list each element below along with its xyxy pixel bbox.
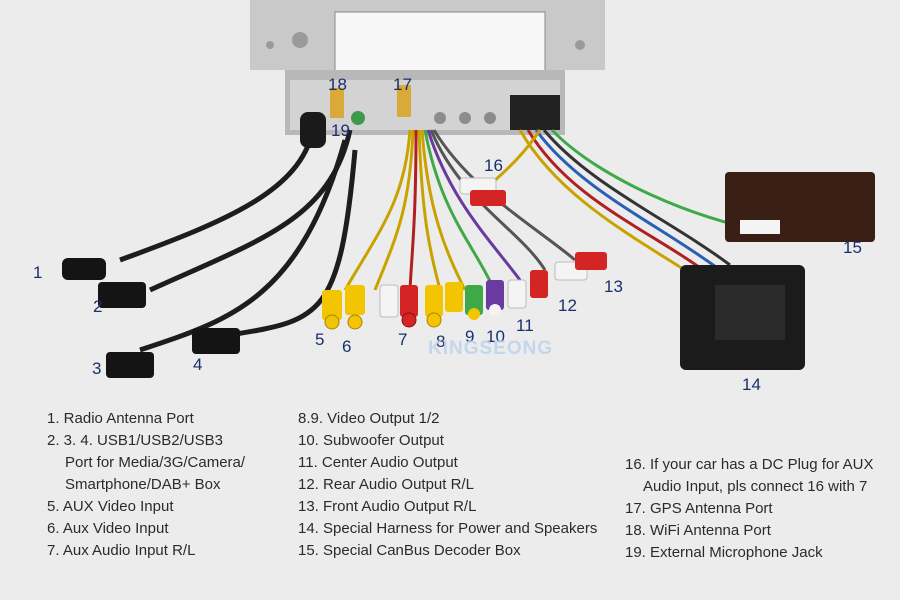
legend-item: 10. Subwoofer Output xyxy=(298,432,444,449)
callout-4: 4 xyxy=(193,355,202,374)
callout-12: 12 xyxy=(558,296,577,315)
legend-item: 5. AUX Video Input xyxy=(47,498,174,515)
callout-13: 13 xyxy=(604,277,623,296)
callout-17: 17 xyxy=(393,75,412,94)
legend-item: 15. Special CanBus Decoder Box xyxy=(298,542,521,559)
legend-item: 13. Front Audio Output R/L xyxy=(298,498,477,515)
legend-item: 16. If your car has a DC Plug for AUX xyxy=(625,456,874,473)
antenna-connector-18 xyxy=(330,88,344,118)
legend-item: 17. GPS Antenna Port xyxy=(625,500,773,517)
legend-column-3: 16. If your car has a DC Plug for AUX Au… xyxy=(625,454,873,564)
watermark: KINGSEONG xyxy=(428,338,554,359)
legend-item: 2. 3. 4. USB1/USB2/USB3 xyxy=(47,432,223,449)
callout-6: 6 xyxy=(342,337,351,356)
callout-5: 5 xyxy=(315,330,324,349)
callout-9: 9 xyxy=(465,327,474,346)
legend-column-1: 1. Radio Antenna Port 2. 3. 4. USB1/USB2… xyxy=(47,408,245,562)
usb-plug-4 xyxy=(192,328,240,354)
aux-cable-plug xyxy=(300,112,326,148)
legend-item: 6. Aux Video Input xyxy=(47,520,169,537)
callout-10: 10 xyxy=(486,327,505,346)
callout-1: 1 xyxy=(33,263,42,282)
antenna-plug-1 xyxy=(62,258,106,280)
legend-item: 7. Aux Audio Input R/L xyxy=(47,542,196,559)
legend-item: 11. Center Audio Output xyxy=(298,454,458,471)
legend-column-2: 8.9. Video Output 1/2 10. Subwoofer Outp… xyxy=(298,408,597,562)
mic-jack-19 xyxy=(351,111,365,125)
legend-item: 18. WiFi Antenna Port xyxy=(625,522,771,539)
legend-item: 8.9. Video Output 1/2 xyxy=(298,410,440,427)
callout-3: 3 xyxy=(92,359,101,378)
antenna-connector-17 xyxy=(397,85,411,117)
callout-11: 11 xyxy=(516,316,534,335)
legend: 1. Radio Antenna Port 2. 3. 4. USB1/USB2… xyxy=(0,400,900,600)
legend-item: 14. Special Harness for Power and Speake… xyxy=(298,520,598,537)
callout-2: 2 xyxy=(93,297,102,316)
legend-item: 12. Rear Audio Output R/L xyxy=(298,476,474,493)
callout-18: 18 xyxy=(328,75,347,94)
wiring-diagram-photo: 1 2 3 4 5 6 7 8 9 10 11 12 13 14 15 16 1… xyxy=(33,0,875,394)
harness-wires xyxy=(488,128,761,282)
callout-8: 8 xyxy=(436,332,445,351)
legend-item: Audio Input, pls connect 16 with 7 xyxy=(643,478,868,495)
legend-item: 1. Radio Antenna Port xyxy=(47,410,194,427)
callout-16: 16 xyxy=(484,156,503,175)
rca-connectors xyxy=(322,177,607,330)
usb-plug-3 xyxy=(106,352,154,378)
callout-14: 14 xyxy=(742,375,761,394)
canbus-decoder-box-15 xyxy=(725,172,875,242)
callout-7: 7 xyxy=(398,330,407,349)
power-speaker-harness-14 xyxy=(680,265,805,370)
legend-item: Port for Media/3G/Camera/ xyxy=(65,454,246,471)
usb-cables xyxy=(119,129,358,353)
legend-item: 19. External Microphone Jack xyxy=(625,544,823,561)
usb-plug-2 xyxy=(98,282,146,308)
legend-item: Smartphone/DAB+ Box xyxy=(65,476,221,493)
callout-15: 15 xyxy=(843,238,862,257)
callout-19: 19 xyxy=(331,121,350,140)
wire-bundle xyxy=(343,129,576,291)
